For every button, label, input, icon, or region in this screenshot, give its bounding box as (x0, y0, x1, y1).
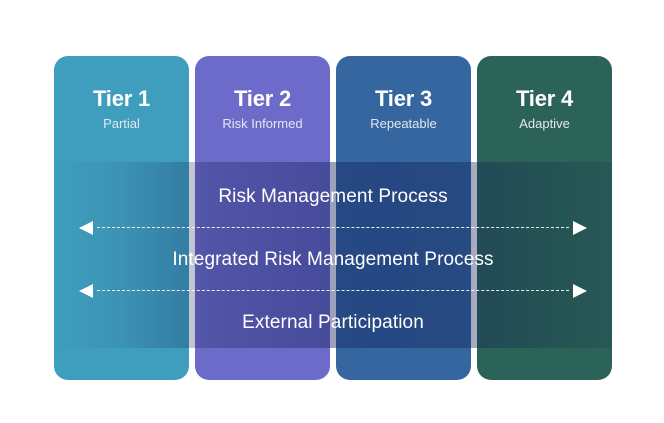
tier-card-1-subtitle: Partial (103, 116, 140, 131)
tier-card-row: Tier 1 Partial Tier 2 Risk Informed Tier… (54, 56, 612, 380)
arrow-left-head-icon (79, 284, 93, 298)
arrow-dashed-line-1 (97, 227, 569, 228)
tier-card-2-header: Tier 2 Risk Informed (195, 86, 330, 133)
tier-card-2-subtitle: Risk Informed (222, 116, 303, 131)
process-overlay-content: Risk Management Process Integrated Risk … (54, 162, 612, 348)
band-label-risk-management-process: Risk Management Process (218, 186, 448, 207)
bidirectional-arrow-2 (79, 284, 587, 298)
tier-card-3-title: Tier 3 (374, 86, 433, 111)
tier-card-3[interactable]: Tier 3 Repeatable (336, 56, 471, 380)
arrow-right-head-icon (573, 221, 587, 235)
tier-card-3-subtitle: Repeatable (370, 116, 437, 131)
arrow-left-head-icon (79, 221, 93, 235)
arrow-dashed-line-2 (97, 290, 569, 291)
arrow-right-head-icon (573, 284, 587, 298)
tier-card-4[interactable]: Tier 4 Adaptive (477, 56, 612, 380)
tier-card-1-title: Tier 1 (92, 86, 151, 111)
tier-card-1[interactable]: Tier 1 Partial (54, 56, 189, 380)
bidirectional-arrow-1 (79, 221, 587, 235)
band-label-external-participation: External Participation (242, 312, 424, 333)
band-label-integrated-risk-management-process: Integrated Risk Management Process (172, 249, 494, 270)
tier-card-4-header: Tier 4 Adaptive (477, 86, 612, 133)
tier-card-2[interactable]: Tier 2 Risk Informed (195, 56, 330, 380)
tier-card-1-header: Tier 1 Partial (54, 86, 189, 133)
tier-card-4-subtitle: Adaptive (519, 116, 570, 131)
tier-card-4-title: Tier 4 (515, 86, 574, 111)
tier-card-3-header: Tier 3 Repeatable (336, 86, 471, 133)
tier-card-2-title: Tier 2 (233, 86, 292, 111)
